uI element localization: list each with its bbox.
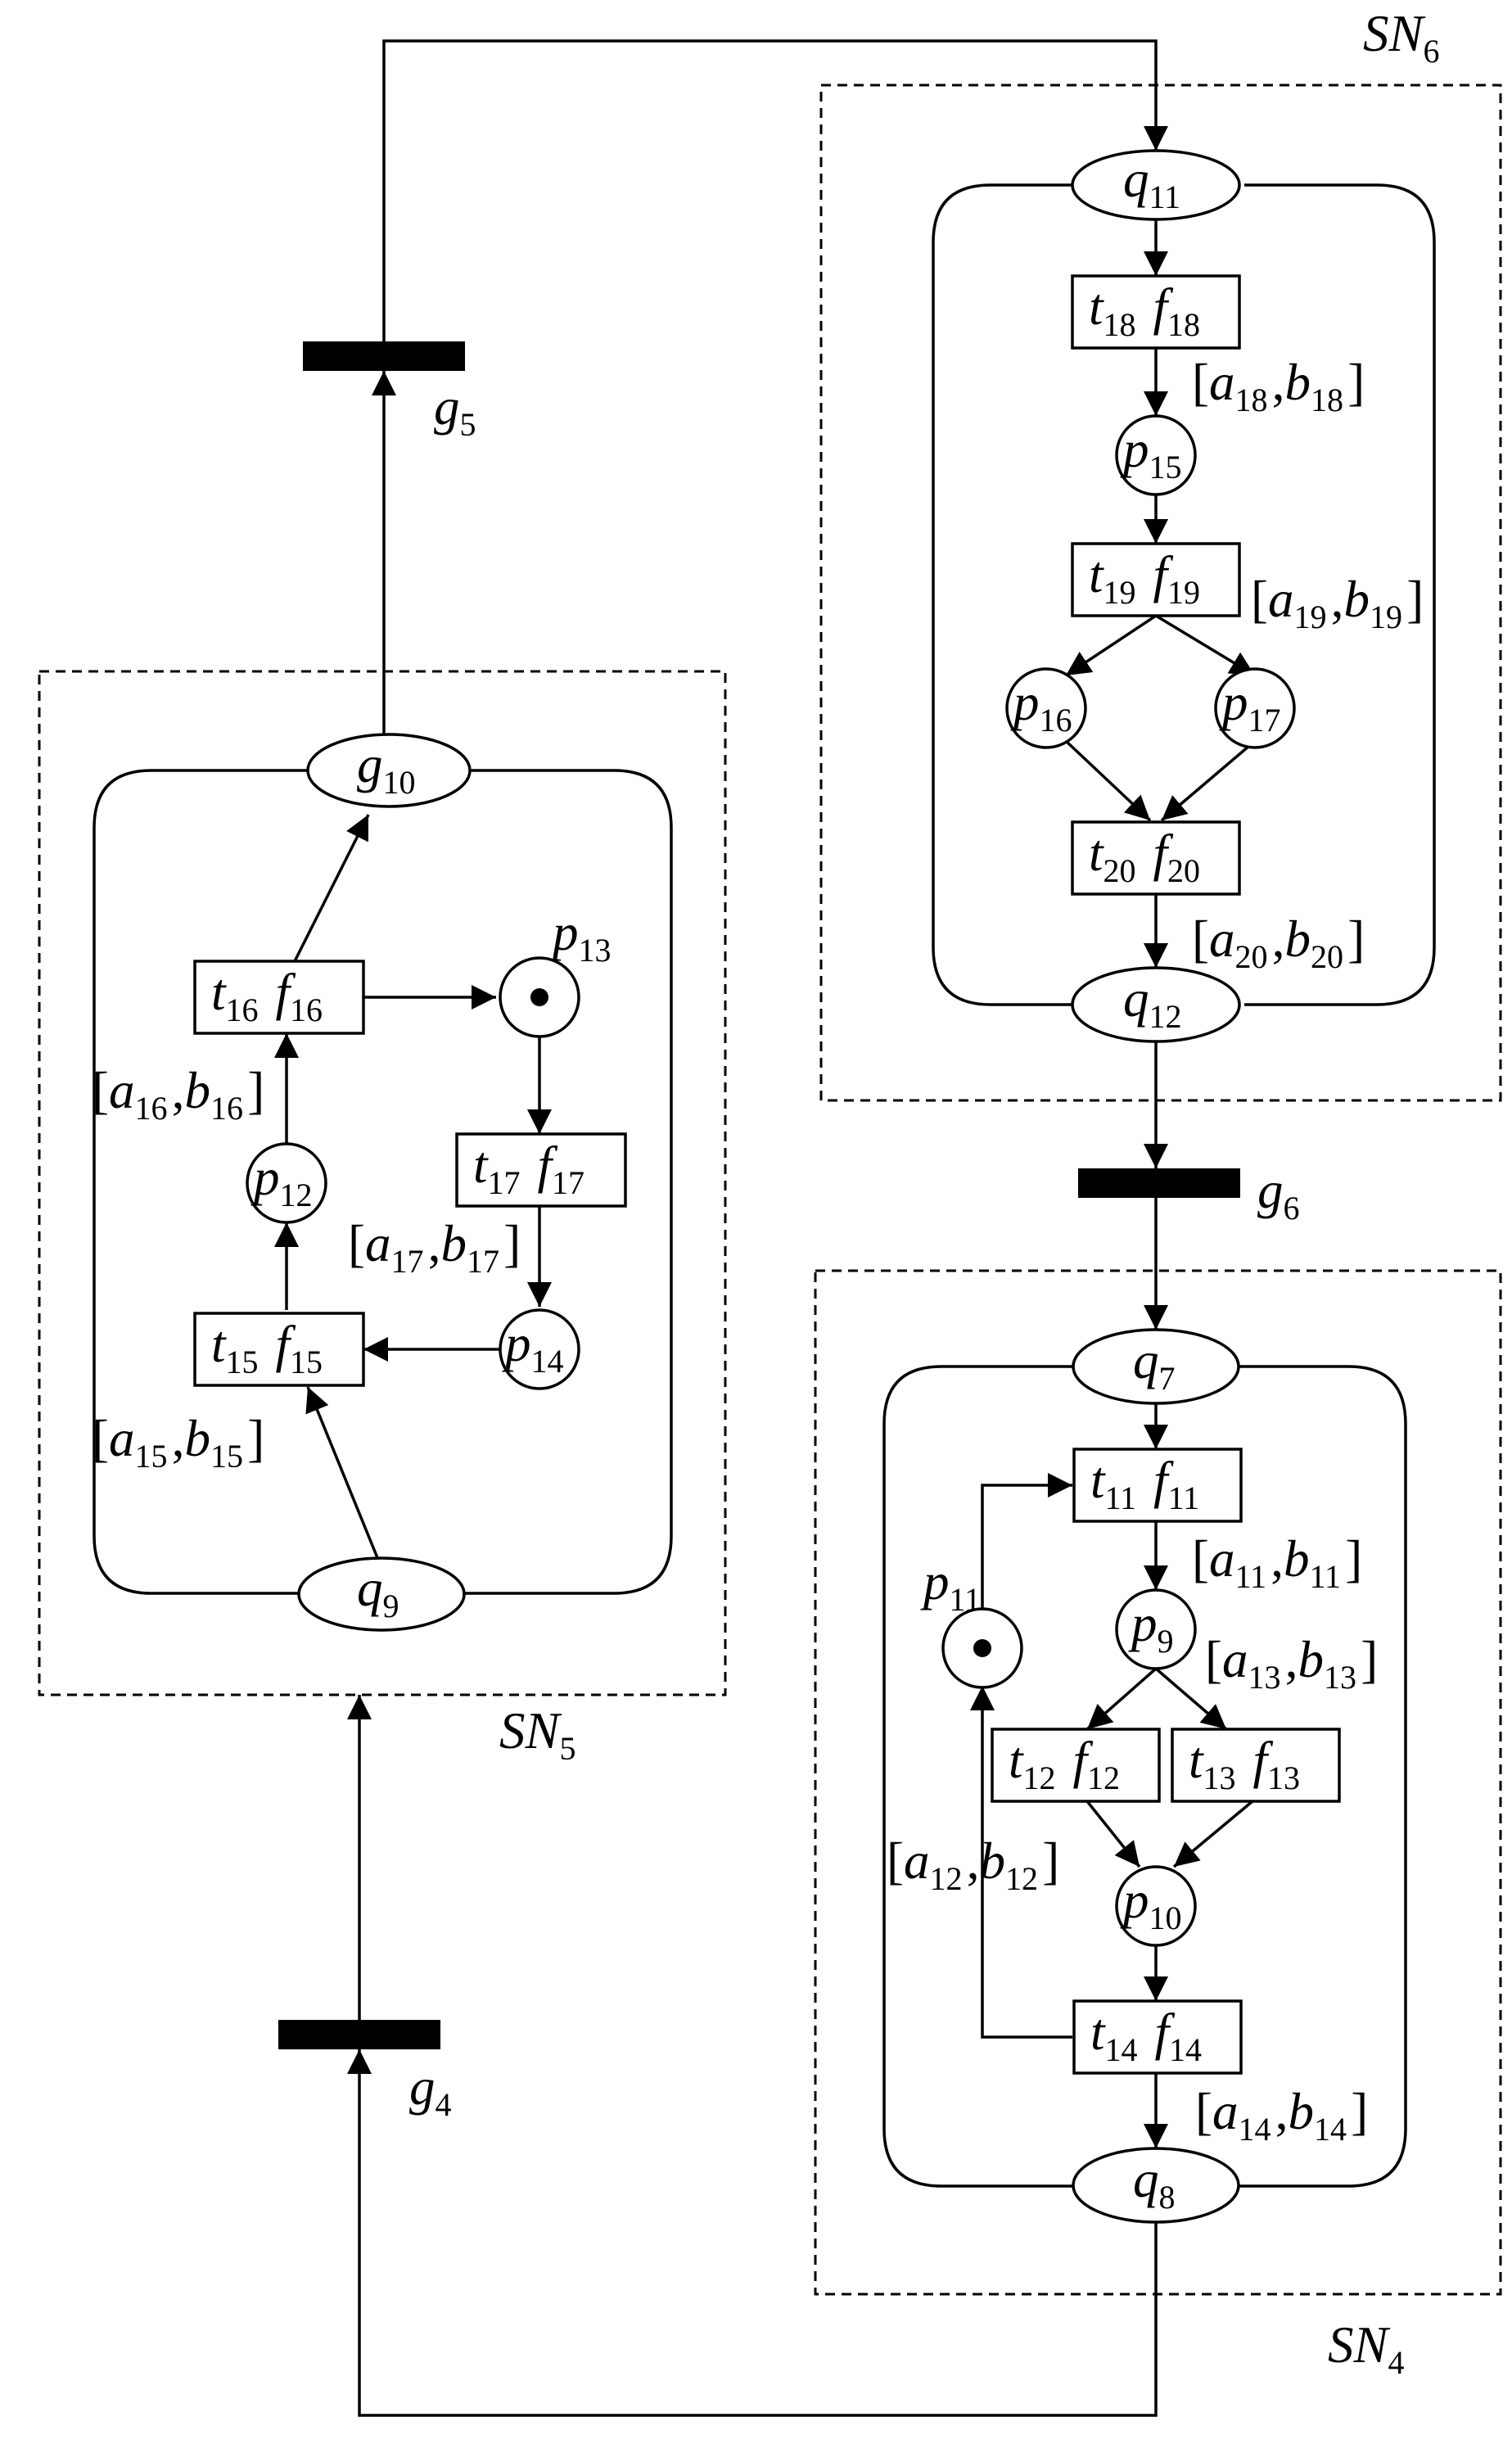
node-g10 <box>306 733 472 808</box>
interval-label-i17: [a17 ,b17 ] <box>348 1215 521 1280</box>
transition-t16 <box>193 960 365 1035</box>
interval-label-i12: [a12 ,b12 ] <box>887 1832 1059 1897</box>
subnet-label-sn6: SN6 <box>1363 5 1444 70</box>
transition-t13 <box>1171 1728 1341 1803</box>
node-q7 <box>1072 1328 1240 1405</box>
arc-p16-t20 <box>1064 739 1152 822</box>
interface-label-q9: q9 <box>357 1560 404 1624</box>
subnet-label-sn5: SN5 <box>499 1702 580 1767</box>
transition-label-t12: t12 f12 <box>1009 1732 1124 1796</box>
node-q8 <box>1072 2147 1240 2224</box>
place-nodes <box>246 414 1296 1947</box>
transition-label-t16: t16 f16 <box>211 964 327 1028</box>
gate-g6-bar <box>1078 1168 1240 1198</box>
sn4-container <box>882 1365 1407 2188</box>
interface-label-q7: q7 <box>1133 1332 1180 1397</box>
token-p11 <box>973 1639 991 1657</box>
interface-label-q8: q8 <box>1133 2151 1180 2216</box>
gate-g5-bar <box>303 341 465 371</box>
arc-t16-g10 <box>293 814 370 962</box>
arcs <box>274 39 1257 2417</box>
place-p10 <box>1115 1865 1197 1947</box>
place-p16 <box>1005 667 1087 749</box>
place-label-p10: p10 <box>1120 1872 1186 1936</box>
arc-t13-p10 <box>1172 1800 1254 1868</box>
subnet-label-sn4: SN4 <box>1328 2316 1409 2381</box>
place-label-p12: p12 <box>250 1149 317 1213</box>
place-label-p17: p17 <box>1219 674 1285 739</box>
interval-label-i11: [a11 ,b11 ] <box>1192 1530 1362 1595</box>
transition-t18 <box>1071 274 1241 350</box>
place-label-p9: p9 <box>1128 1595 1178 1660</box>
gate-g4-bar <box>278 2020 440 2049</box>
node-q12 <box>1071 966 1241 1043</box>
sn5-container <box>93 769 673 1595</box>
place-label-p15: p15 <box>1120 421 1186 486</box>
interval-label-i14: [a14 ,b14 ] <box>1195 2083 1368 2148</box>
arc-t19-p17 <box>1155 614 1256 677</box>
transition-t17 <box>455 1132 627 1208</box>
transition-label-t14: t14 f14 <box>1090 2004 1206 2068</box>
interface-nodes <box>297 149 1241 2224</box>
transition-t15 <box>193 1312 365 1387</box>
interface-label-q11: q11 <box>1123 151 1185 215</box>
node-q11 <box>1071 149 1241 221</box>
place-p12 <box>246 1142 327 1224</box>
interval-label-i13: [a13 ,b13 ] <box>1205 1631 1378 1696</box>
arc-q8-g4 <box>347 2049 1158 2417</box>
transition-label-t11: t11 f11 <box>1090 1452 1203 1516</box>
transition-label-t18: t18 f18 <box>1089 278 1204 343</box>
labels: SN6 SN5 SN4 g5 g6 g4 q11 q12 g10 q9 q7 q… <box>92 5 1444 2381</box>
arc-g5-q11 <box>382 39 1168 341</box>
gate-label-g6: g6 <box>1257 1162 1304 1226</box>
sn6-container <box>932 183 1436 1006</box>
transition-t14 <box>1072 1999 1243 2075</box>
arc-t12-p10 <box>1085 1800 1141 1868</box>
arc-p17-t20 <box>1160 739 1257 822</box>
place-label-p14: p14 <box>502 1315 568 1380</box>
interface-label-g10: g10 <box>357 736 420 801</box>
token-p13 <box>530 988 548 1006</box>
transition-t19 <box>1071 542 1241 617</box>
interval-label-i18: [a18 ,b18 ] <box>1192 354 1365 418</box>
place-label-p11: p11 <box>920 1553 985 1618</box>
arc-q9-t15 <box>305 1386 380 1561</box>
arc-p11-t11 <box>981 1473 1072 1610</box>
transition-t11 <box>1072 1448 1243 1523</box>
transition-t12 <box>991 1728 1161 1803</box>
gate-label-g5: g5 <box>434 378 481 443</box>
interval-label-i16: [a16 ,b16 ] <box>92 1062 264 1127</box>
arc-t14-p11 <box>970 1686 1072 2039</box>
place-p9 <box>1115 1588 1197 1670</box>
transition-label-t19: t19 f19 <box>1089 546 1204 611</box>
arc-p9-t13 <box>1154 1667 1228 1731</box>
subnet-sn6-boundary <box>819 84 1502 1102</box>
place-p15 <box>1115 414 1197 496</box>
interval-label-i20: [a20 ,b20 ] <box>1192 910 1365 975</box>
arc-p9-t12 <box>1085 1667 1158 1731</box>
interval-label-i19: [a19 ,b19 ] <box>1251 571 1424 635</box>
place-p14 <box>499 1308 580 1390</box>
place-label-p16: p16 <box>1010 674 1076 739</box>
transition-label-t17: t17 f17 <box>473 1136 589 1201</box>
arc-t19-p16 <box>1065 614 1157 677</box>
transition-t20 <box>1071 820 1241 896</box>
gate-label-g4: g4 <box>409 2058 456 2123</box>
node-q9 <box>297 1556 466 1632</box>
transition-nodes <box>193 274 1341 2075</box>
subnet-sn4-boundary <box>814 1269 1502 2296</box>
subnet-sn5-boundary <box>38 670 727 1696</box>
interface-label-q12: q12 <box>1123 970 1186 1035</box>
interval-label-i15: [a15 ,b15 ] <box>92 1410 264 1475</box>
place-p17 <box>1214 667 1296 749</box>
place-label-p13: p13 <box>549 904 616 969</box>
